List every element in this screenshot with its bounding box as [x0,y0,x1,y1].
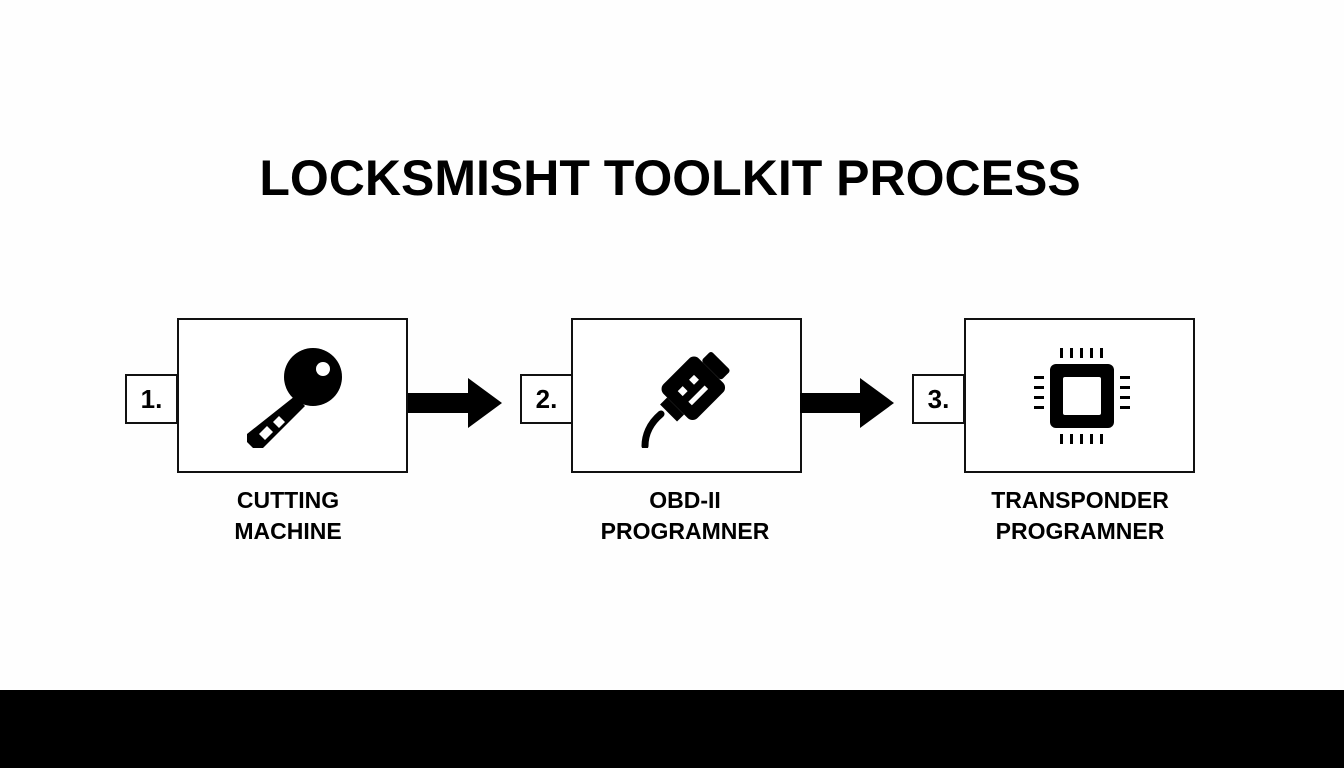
step-3-box [964,318,1195,473]
step-2-label-line1: OBD-II [649,487,721,513]
step-2-label: OBD-II PROGRAMNER [555,485,815,547]
step-1-box [177,318,408,473]
step-3-label: TRANSPONDER PROGRAMNER [950,485,1210,547]
chip-icon [1034,348,1130,444]
step-3-label-line1: TRANSPONDER [991,487,1169,513]
arrow-2-to-3 [800,378,894,428]
arrow-1-to-2 [408,378,502,428]
diagram-title: LOCKSMISHT TOOLKIT PROCESS [259,150,1081,206]
obd-connector-icon [641,352,730,448]
footer-bar [0,690,1344,768]
step-1-number: 1. [125,374,178,424]
step-3-number: 3. [912,374,965,424]
step-1-label-line2: MACHINE [234,518,342,544]
step-2-label-line2: PROGRAMNER [600,518,770,544]
step-2-number: 2. [520,374,573,424]
step-3-label-line2: PROGRAMNER [995,518,1165,544]
step-1-label: CUTTING MACHINE [158,485,418,547]
step-1-label-line1: CUTTING [236,487,340,513]
key-icon [247,348,342,448]
step-2-box [571,318,802,473]
